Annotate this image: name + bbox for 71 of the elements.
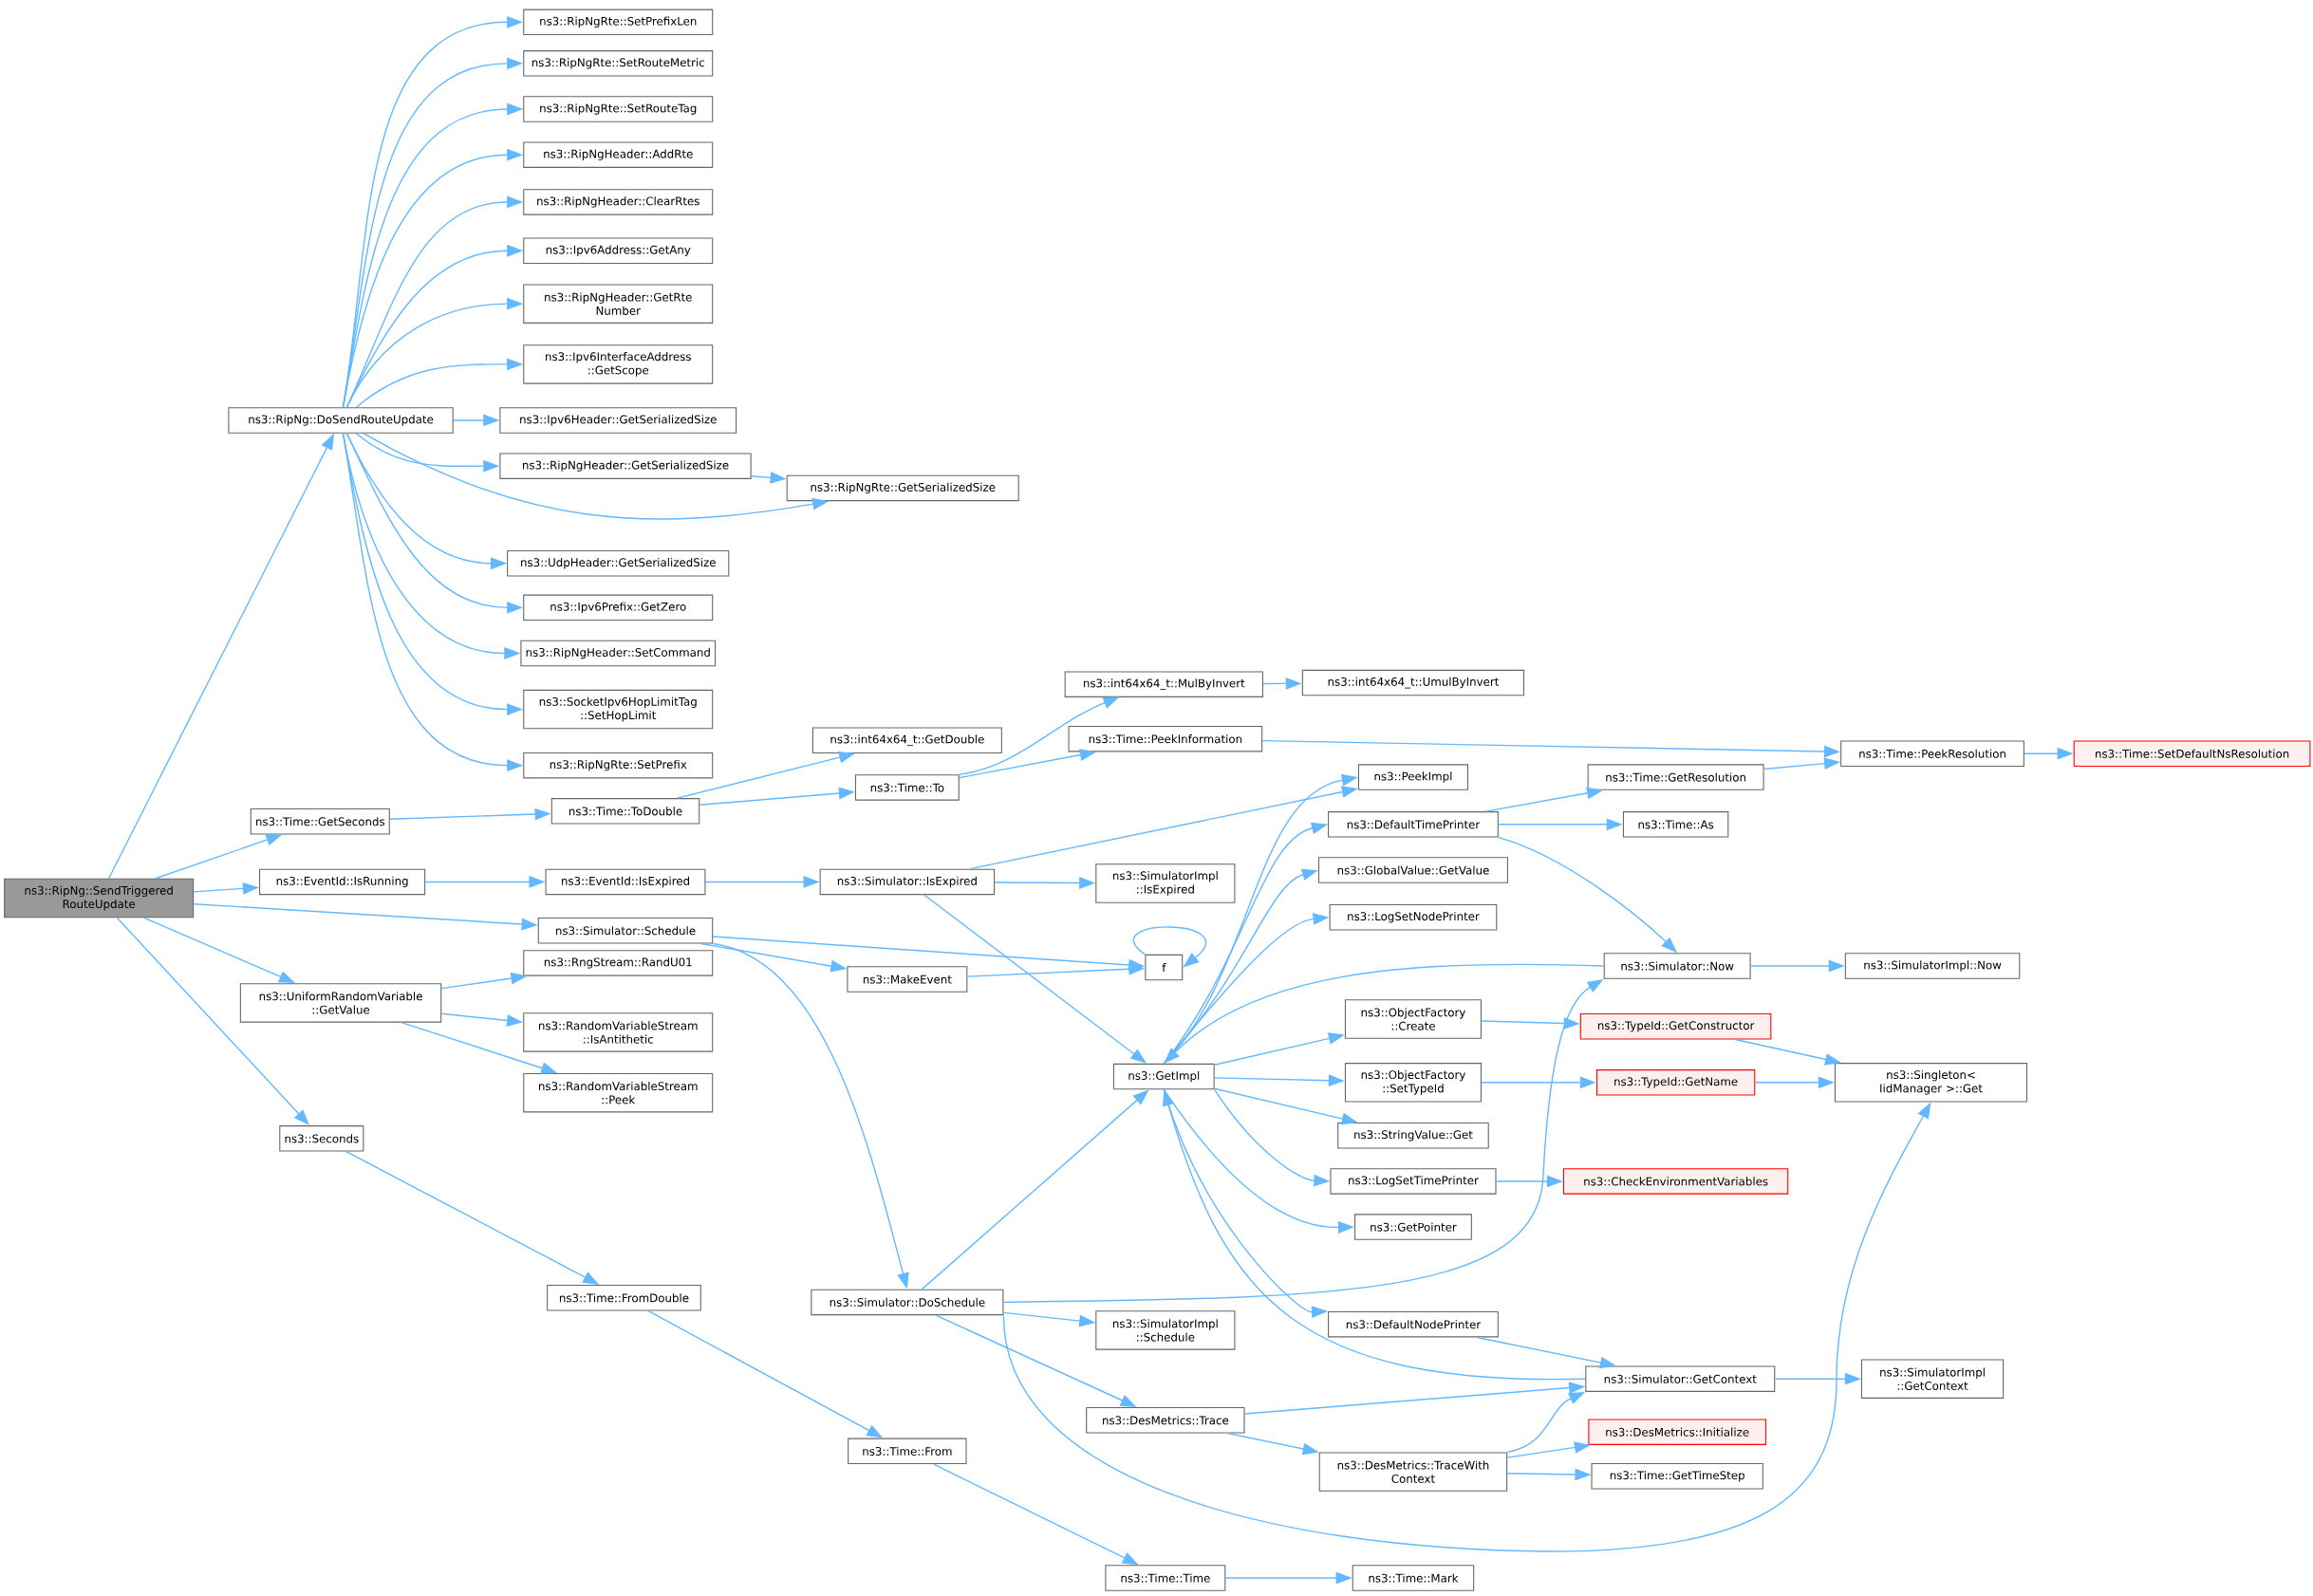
function-box: ns3::Simulator::GetContext bbox=[1585, 1365, 1776, 1393]
function-box: ns3::RipNgRte::SetRouteMetric bbox=[523, 50, 714, 77]
call-arrow bbox=[1132, 926, 1206, 968]
function-box: ns3::Time::From bbox=[848, 1438, 967, 1465]
function-box: ns3::Time::SetDefaultNsResolution bbox=[2073, 740, 2311, 768]
function-box: ns3::RipNgRte::SetPrefix bbox=[523, 752, 714, 779]
function-box: ns3::RandomVariableStream ::Peek bbox=[523, 1073, 714, 1113]
function-box: ns3::UniformRandomVariable ::GetValue bbox=[239, 983, 442, 1023]
function-box: ns3::GetPointer bbox=[1354, 1214, 1472, 1241]
function-box: ns3::Ipv6Header::GetSerializedSize bbox=[499, 407, 737, 434]
function-box: ns3::TypeId::GetName bbox=[1595, 1069, 1756, 1096]
function-box: ns3::Time::ToDouble bbox=[550, 798, 700, 825]
function-box: ns3::Seconds bbox=[279, 1125, 364, 1152]
function-box: ns3::TypeId::GetConstructor bbox=[1579, 1013, 1772, 1040]
function-box: ns3::RipNg::SendTriggered RouteUpdate bbox=[4, 878, 195, 919]
function-box: ns3::GlobalValue::GetValue bbox=[1317, 857, 1508, 883]
function-box: ns3::DefaultTimePrinter bbox=[1328, 811, 1499, 838]
function-box: ns3::LogSetNodePrinter bbox=[1329, 904, 1498, 931]
function-box: ns3::ObjectFactory ::Create bbox=[1344, 999, 1482, 1039]
function-box: ns3::DesMetrics::Trace bbox=[1086, 1407, 1245, 1434]
function-box: ns3::RipNgRte::GetSerializedSize bbox=[786, 474, 1019, 502]
function-box: ns3::Simulator::Schedule bbox=[537, 918, 714, 944]
function-box: ns3::Ipv6Address::GetAny bbox=[523, 237, 714, 265]
function-box: ns3::SocketIpv6HopLimitTag ::SetHopLimit bbox=[523, 690, 714, 730]
function-box: ns3::SimulatorImpl ::GetContext bbox=[1860, 1359, 2005, 1400]
function-box: ns3::Simulator::Now bbox=[1603, 953, 1751, 979]
function-box: ns3::GetImpl bbox=[1112, 1064, 1215, 1090]
function-box: ns3::int64x64_t::MulByInvert bbox=[1064, 671, 1263, 698]
function-box: ns3::Time::GetResolution bbox=[1587, 764, 1764, 790]
function-box: ns3::RipNgHeader::GetRte Number bbox=[523, 284, 714, 325]
function-box: ns3::int64x64_t::UmulByInvert bbox=[1301, 670, 1525, 696]
function-box: ns3::RipNg::DoSendRouteUpdate bbox=[228, 407, 454, 434]
function-box: ns3::SimulatorImpl ::IsExpired bbox=[1095, 863, 1236, 903]
function-box: ns3::RipNgHeader::GetSerializedSize bbox=[499, 453, 752, 480]
function-box: ns3::RandomVariableStream ::IsAntithetic bbox=[523, 1012, 714, 1052]
function-box: ns3::RipNgHeader::SetCommand bbox=[520, 640, 717, 667]
function-box: ns3::DesMetrics::TraceWith Context bbox=[1318, 1452, 1508, 1493]
function-box: ns3::SimulatorImpl::Now bbox=[1844, 953, 2021, 979]
function-box: ns3::MakeEvent bbox=[847, 966, 968, 993]
function-box: ns3::LogSetTimePrinter bbox=[1330, 1168, 1497, 1195]
function-box: ns3::Time::PeekInformation bbox=[1068, 726, 1263, 752]
function-box: ns3::CheckEnvironmentVariables bbox=[1562, 1168, 1789, 1195]
function-box: ns3::RipNgHeader::ClearRtes bbox=[523, 189, 714, 215]
function-box: ns3::PeekImpl bbox=[1357, 764, 1468, 790]
function-box: ns3::DesMetrics::Initialize bbox=[1588, 1419, 1766, 1446]
function-box: ns3::RngStream::RandU01 bbox=[523, 950, 714, 976]
function-box: ns3::Time::Time bbox=[1105, 1565, 1226, 1591]
function-box: ns3::Time::FromDouble bbox=[547, 1285, 701, 1311]
function-box: ns3::EventId::IsExpired bbox=[545, 868, 706, 896]
function-box: ns3::int64x64_t::GetDouble bbox=[811, 727, 1002, 754]
function-box: ns3::Ipv6Prefix::GetZero bbox=[523, 594, 714, 622]
function-box: ns3::RipNgRte::SetRouteTag bbox=[523, 96, 714, 122]
function-box: ns3::RipNgHeader::AddRte bbox=[523, 141, 714, 169]
function-box: ns3::Ipv6InterfaceAddress ::GetScope bbox=[523, 344, 714, 384]
function-box: ns3::Simulator::IsExpired bbox=[819, 868, 996, 896]
function-box: ns3::StringValue::Get bbox=[1337, 1123, 1489, 1149]
function-box: ns3::DefaultNodePrinter bbox=[1328, 1311, 1499, 1338]
function-box: ns3::Time::Mark bbox=[1352, 1565, 1475, 1591]
function-box: ns3::UdpHeader::GetSerializedSize bbox=[507, 550, 730, 577]
function-box: ns3::Singleton< IidManager >::Get bbox=[1834, 1063, 2028, 1103]
function-box: ns3::ObjectFactory ::SetTypeId bbox=[1344, 1063, 1482, 1103]
function-box: ns3::SimulatorImpl ::Schedule bbox=[1095, 1310, 1236, 1350]
function-box: ns3::Simulator::DoSchedule bbox=[811, 1289, 1004, 1316]
function-box: ns3::Time::To bbox=[854, 774, 960, 801]
function-box: ns3::Time::GetTimeStep bbox=[1591, 1463, 1763, 1490]
function-box: ns3::RipNgRte::SetPrefixLen bbox=[523, 9, 714, 36]
function-box: f bbox=[1145, 955, 1184, 981]
function-box: ns3::Time::PeekResolution bbox=[1840, 740, 2024, 768]
function-box: ns3::EventId::IsRunning bbox=[259, 868, 426, 896]
function-box: ns3::Time::As bbox=[1622, 811, 1729, 838]
function-box: ns3::Time::GetSeconds bbox=[250, 808, 390, 835]
